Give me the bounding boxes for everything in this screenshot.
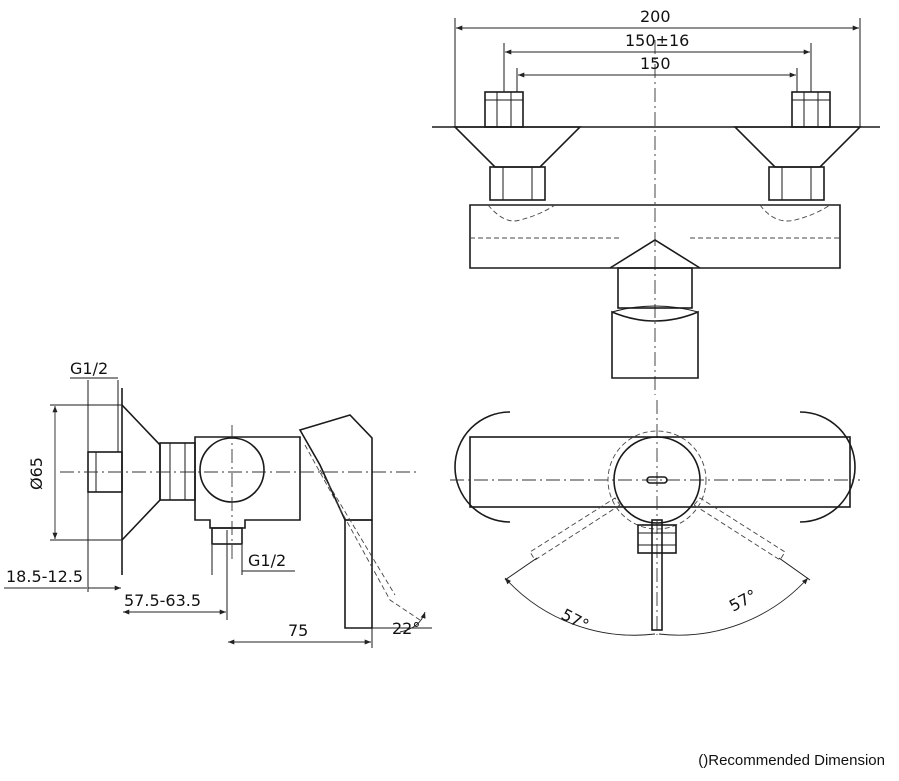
side-escutcheon bbox=[121, 404, 161, 541]
front-view: 200 150±16 150 bbox=[432, 7, 880, 395]
top-view: 57° 57° bbox=[450, 400, 860, 636]
side-valve-body bbox=[194, 436, 301, 529]
top-handle-base bbox=[613, 436, 701, 524]
diameter-label: Ø65 bbox=[27, 457, 46, 490]
footnote: ()Recommended Dimension bbox=[698, 752, 885, 769]
angle-handle-label: 22° bbox=[392, 619, 420, 638]
outlet-neck bbox=[617, 267, 693, 309]
outlet-spout bbox=[611, 310, 699, 379]
valve-body bbox=[469, 204, 841, 269]
side-handle-lever bbox=[344, 519, 373, 629]
left-escutcheon bbox=[453, 126, 582, 168]
angle-right-label: 57° bbox=[726, 585, 760, 615]
side-union-nut bbox=[159, 442, 196, 501]
dim-wall-label: 18.5-12.5 bbox=[6, 567, 83, 586]
side-handle-head bbox=[298, 414, 373, 521]
dim-body-label: 75 bbox=[288, 621, 308, 640]
right-connector bbox=[791, 91, 831, 128]
top-handle-lever bbox=[651, 519, 663, 631]
dim-projection-label: 57.5-63.5 bbox=[124, 591, 201, 610]
thread-bottom-label: G1/2 bbox=[248, 551, 286, 570]
side-view: G1/2 Ø65 G1/2 18.5-12.5 57.5-63.5 75 22° bbox=[4, 359, 432, 648]
top-right-disc bbox=[799, 411, 856, 523]
right-escutcheon bbox=[733, 126, 862, 168]
dim-overall-label: 200 bbox=[640, 7, 671, 26]
top-left-disc bbox=[454, 411, 511, 523]
angle-left-label: 57° bbox=[558, 605, 592, 635]
dim-adjust-label: 150±16 bbox=[625, 31, 689, 50]
thread-top-label: G1/2 bbox=[70, 359, 108, 378]
left-connector bbox=[484, 91, 524, 128]
dim-center-label: 150 bbox=[640, 54, 671, 73]
top-body bbox=[469, 436, 851, 508]
top-outlet bbox=[637, 524, 677, 554]
left-union-nut bbox=[489, 166, 546, 201]
right-union-nut bbox=[768, 166, 825, 201]
